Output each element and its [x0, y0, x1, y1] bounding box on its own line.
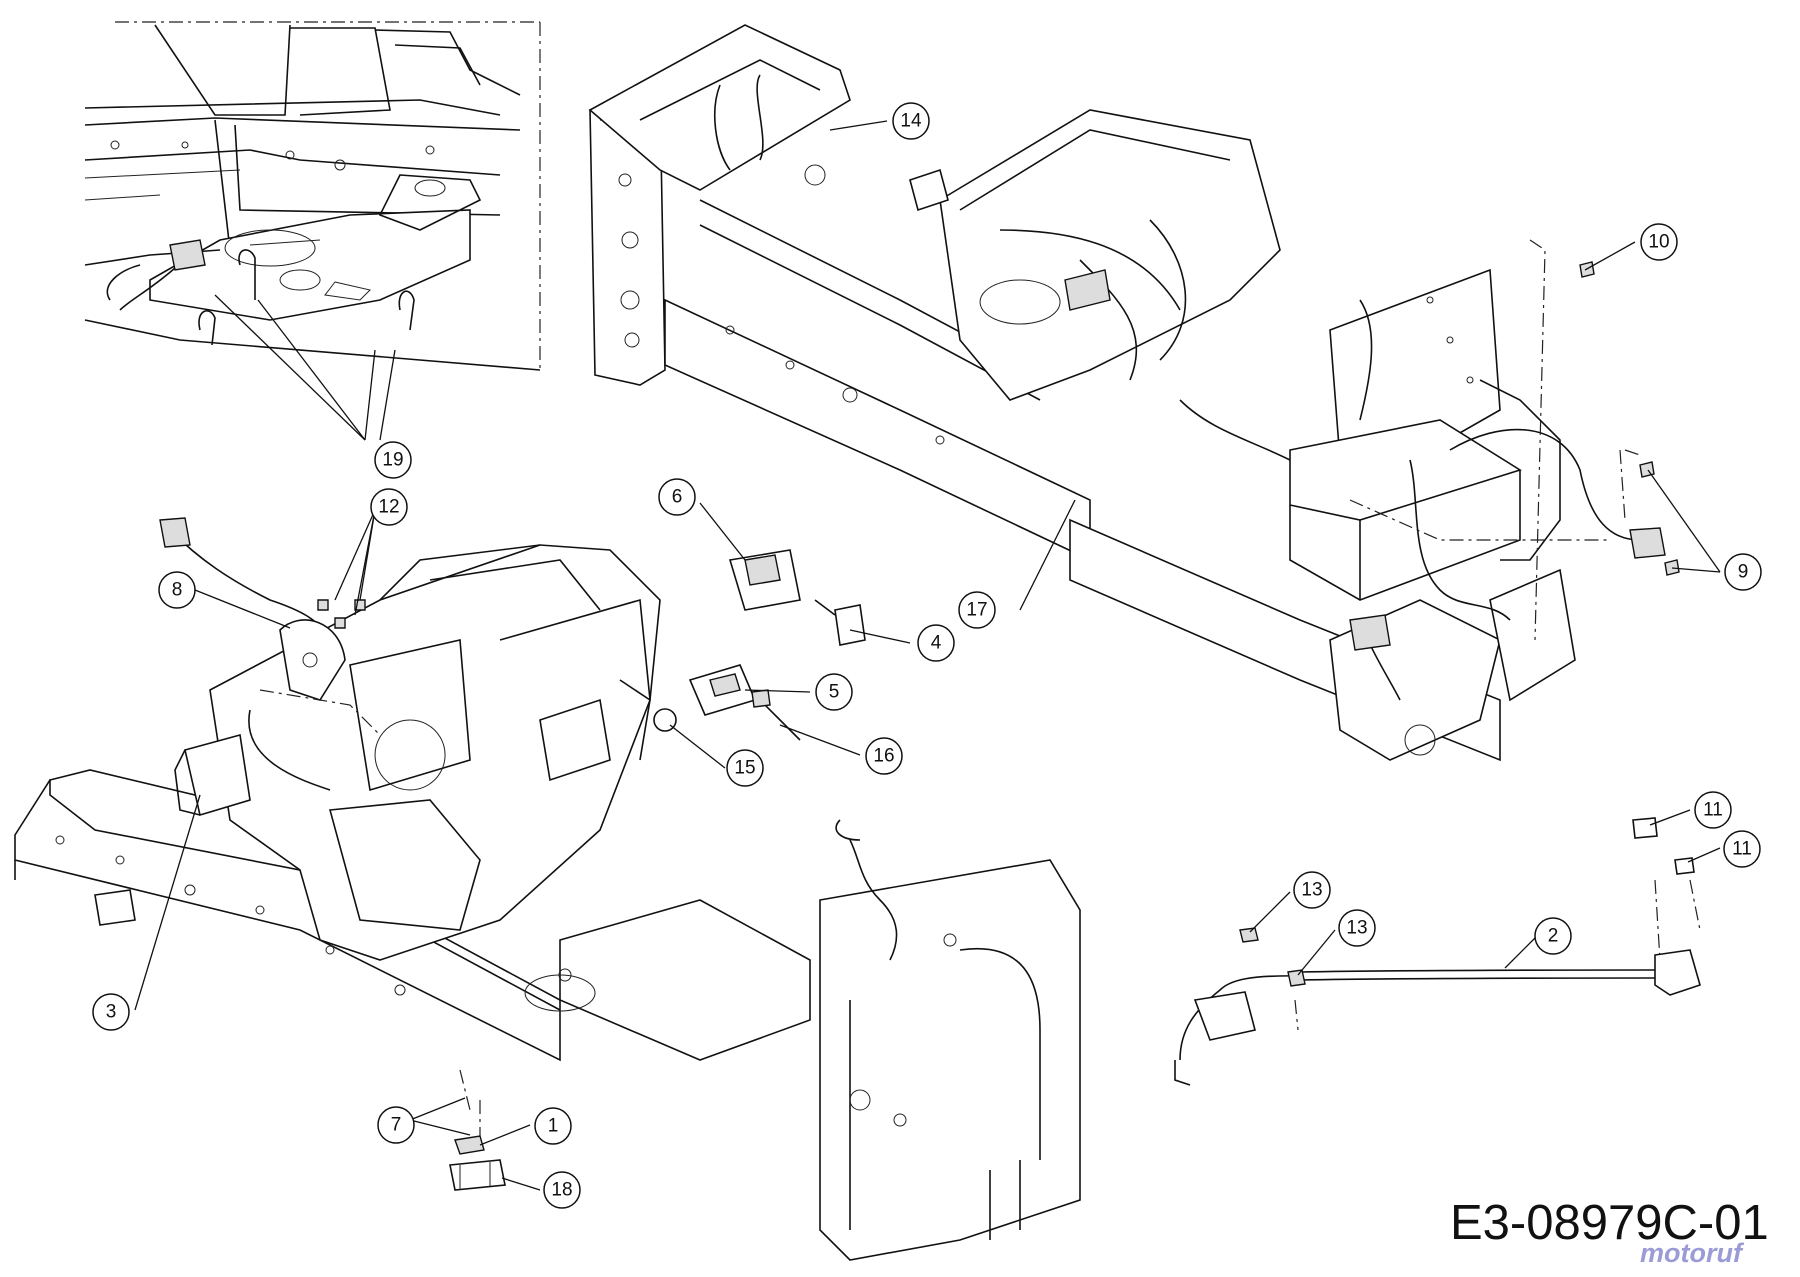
svg-text:9: 9	[1738, 562, 1749, 583]
svg-text:10: 10	[1648, 232, 1669, 253]
callout-12: 12	[370, 488, 408, 526]
svg-text:17: 17	[966, 600, 987, 621]
callout-14: 14	[892, 102, 930, 140]
callout-17: 17	[958, 591, 996, 629]
callout-13a: 13	[1293, 871, 1331, 909]
svg-text:4: 4	[931, 633, 942, 654]
svg-text:5: 5	[829, 682, 840, 703]
svg-text:18: 18	[551, 1180, 572, 1201]
callout-18: 18	[543, 1171, 581, 1209]
leader-lines	[134, 120, 1721, 1191]
callout-6: 6	[658, 478, 696, 516]
callout-1: 1	[534, 1107, 572, 1145]
svg-text:16: 16	[873, 746, 894, 767]
callout-4: 4	[917, 624, 955, 662]
svg-text:1: 1	[548, 1116, 559, 1137]
svg-text:8: 8	[172, 580, 183, 601]
callout-10: 10	[1640, 223, 1678, 261]
svg-text:19: 19	[382, 450, 403, 471]
callout-11b: 11	[1723, 830, 1761, 868]
diagram-code: E3-08979C-01	[1450, 1196, 1769, 1250]
callout-11a: 11	[1694, 791, 1732, 829]
frame-assembly-bottom	[14, 517, 1081, 1261]
callout-19: 19	[374, 441, 412, 479]
callout-8: 8	[158, 571, 196, 609]
inset-detail-view	[84, 21, 541, 371]
svg-text:11: 11	[1732, 839, 1752, 860]
callout-2: 2	[1534, 917, 1572, 955]
svg-text:12: 12	[378, 497, 399, 518]
callout-13b: 13	[1338, 909, 1376, 947]
svg-text:13: 13	[1301, 880, 1322, 901]
svg-text:14: 14	[900, 111, 922, 132]
callout-9: 9	[1724, 553, 1762, 591]
svg-text:3: 3	[106, 1002, 117, 1023]
callout-7: 7	[377, 1106, 415, 1144]
svg-text:11: 11	[1703, 800, 1723, 821]
watermark-logo: motoruf	[1640, 1238, 1742, 1268]
callout-16: 16	[865, 737, 903, 775]
svg-text:6: 6	[672, 487, 683, 508]
callout-15: 15	[726, 749, 764, 787]
callout-3: 3	[92, 993, 130, 1031]
small-parts	[317, 261, 1701, 1086]
svg-text:15: 15	[734, 758, 755, 779]
frame-assembly-top	[588, 24, 1666, 762]
svg-text:13: 13	[1346, 918, 1367, 939]
callout-5: 5	[815, 673, 853, 711]
svg-text:7: 7	[391, 1115, 402, 1136]
svg-text:2: 2	[1548, 926, 1559, 947]
